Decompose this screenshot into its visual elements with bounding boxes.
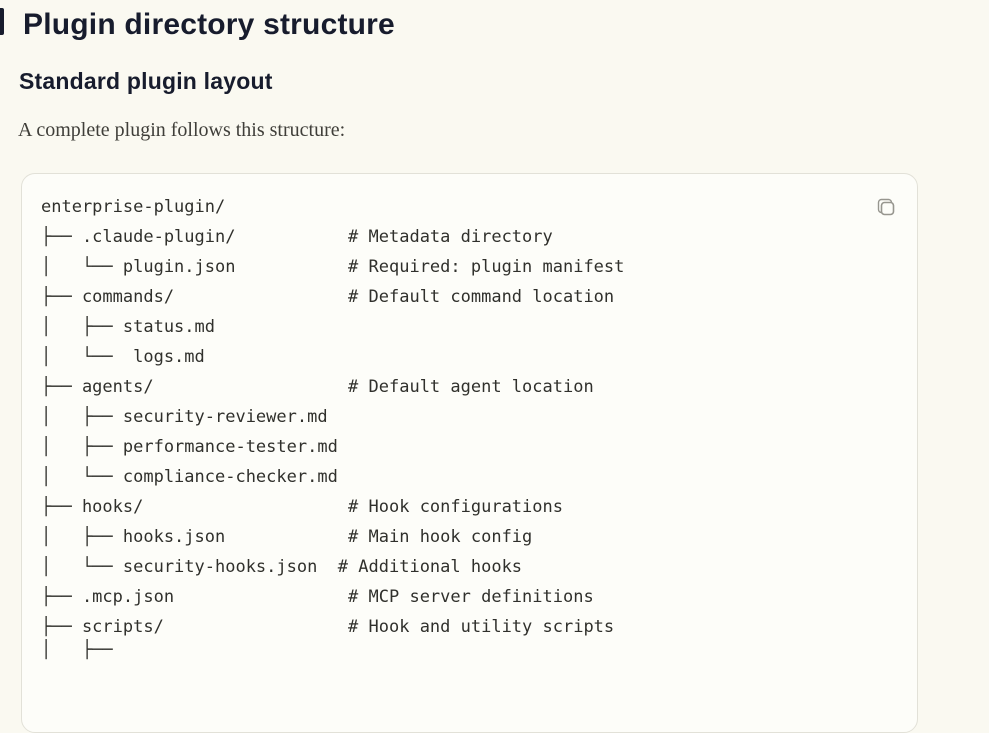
tree-line: │ ├── status.md [41, 317, 215, 337]
tree-line: ├── scripts/ # Hook and utility scripts [41, 617, 615, 637]
page-title: Plugin directory structure [23, 8, 395, 41]
tree-line: │ └── logs.md [41, 347, 205, 367]
tree-line: ├── commands/ # Default command location [41, 287, 615, 307]
tree-line: ├── agents/ # Default agent location [41, 377, 594, 397]
copy-button[interactable] [874, 197, 896, 219]
code-block-card: enterprise-plugin/ ├── .claude-plugin/ #… [21, 173, 918, 733]
intro-text: A complete plugin follows this structure… [18, 119, 346, 141]
tree-line: ├── hooks/ # Hook configurations [41, 497, 563, 517]
tree-line: enterprise-plugin/ [41, 197, 226, 217]
copy-icon [874, 198, 896, 222]
tree-line: │ └── plugin.json # Required: plugin man… [41, 257, 625, 277]
tree-line: │ ├── hooks.json # Main hook config [41, 527, 533, 547]
tree-line: │ ├── security-reviewer.md [41, 407, 328, 427]
tree-line: │ └── security-hooks.json # Additional h… [41, 557, 523, 577]
left-edge-fragment [0, 8, 4, 35]
tree-line: ├── .claude-plugin/ # Metadata directory [41, 227, 553, 247]
section-heading: Standard plugin layout [19, 68, 273, 94]
tree-line: │ └── compliance-checker.md [41, 467, 338, 487]
tree-line: ├── .mcp.json # MCP server definitions [41, 587, 594, 607]
directory-tree: enterprise-plugin/ ├── .claude-plugin/ #… [41, 192, 624, 665]
tree-line: │ ├── performance-tester.md [41, 437, 338, 457]
